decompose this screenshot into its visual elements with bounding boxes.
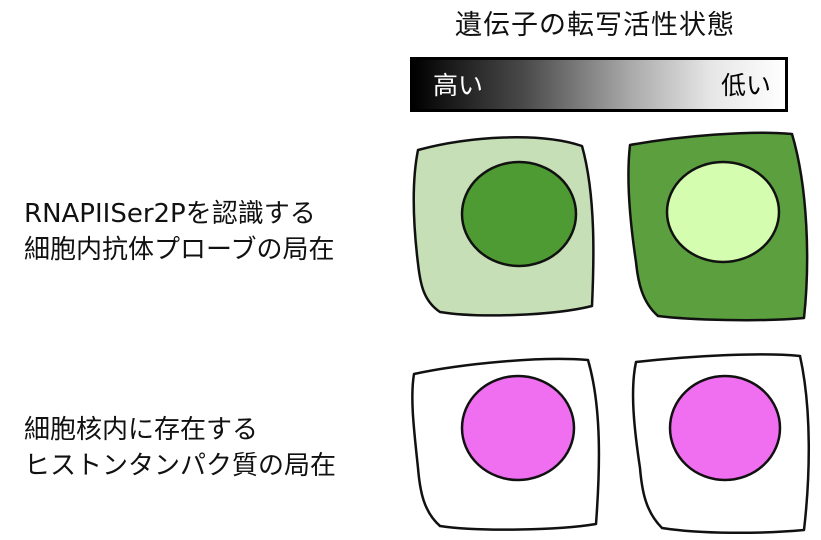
row-label-histone: 細胞核内に存在する ヒストンタンパク質の局在	[24, 412, 336, 484]
gradient-low-label: 低い	[720, 71, 771, 100]
nucleus-magenta-1	[460, 374, 576, 482]
row-label-antibody-probe: RNAPIISer2Pを認識する 細胞内抗体プローブの局在	[24, 196, 334, 268]
diagram-title: 遺伝子の転写活性状態	[455, 10, 735, 41]
row-label-histone-line1: 細胞核内に存在する	[24, 415, 259, 445]
nucleus-magenta-2	[668, 374, 782, 482]
row-label-antibody-probe-line1: RNAPIISer2Pを認識する	[24, 199, 316, 229]
cell-probe-low-activity	[627, 131, 809, 322]
cell-probe-high-activity	[412, 136, 595, 317]
row-label-antibody-probe-line2: 細胞内抗体プローブの局在	[24, 235, 335, 265]
gradient-high-label: 高い	[433, 71, 484, 100]
cell-histone-low-activity	[631, 353, 810, 535]
nucleus-light-green	[665, 160, 781, 264]
row-label-histone-line2: ヒストンタンパク質の局在	[24, 451, 337, 481]
transcription-activity-gradient-bar: 高い 低い	[410, 57, 788, 112]
cell-histone-high-activity	[411, 357, 601, 531]
nucleus-dark-green	[460, 160, 578, 268]
